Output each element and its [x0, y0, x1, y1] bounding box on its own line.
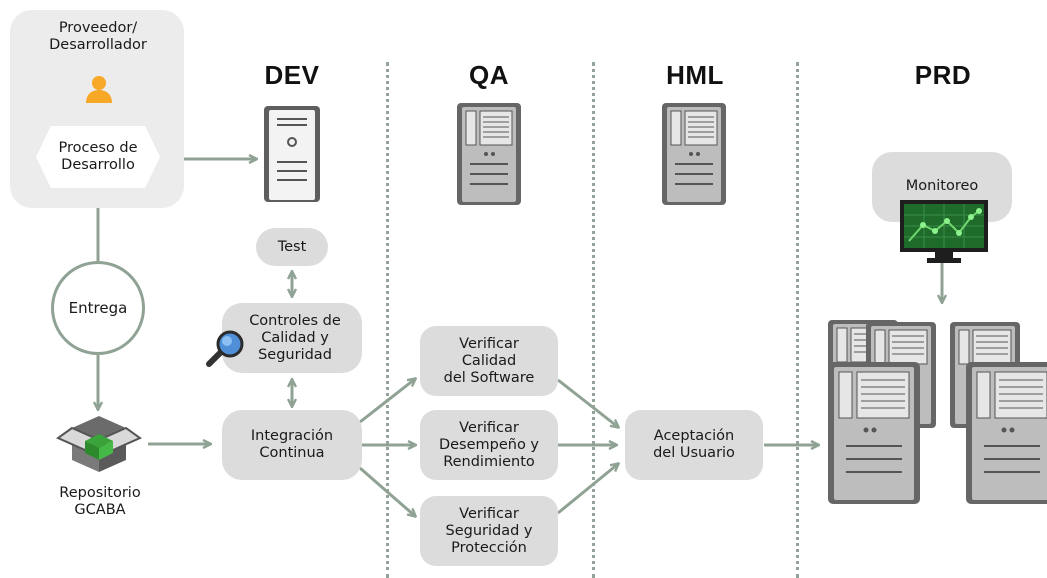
separator-qa-hml	[592, 62, 595, 578]
env-title-qa: QA	[469, 60, 509, 90]
qa-server-icon	[457, 103, 521, 205]
quality-controls-box: Controles de Calidad y Seguridad	[222, 303, 362, 373]
monitoring-label: Monitoreo	[905, 178, 979, 194]
magnifier-icon	[206, 330, 244, 367]
separator-hml-prd	[796, 62, 799, 578]
env-title-prd: PRD	[914, 60, 972, 90]
qa-verify-quality-box: Verificar Calidad del Software	[420, 326, 558, 396]
qa-verify-security-box: Verificar Seguridad y Protección	[420, 496, 558, 566]
repository-label: Repositorio GCABA	[59, 485, 141, 518]
continuous-integration-box: Integración Continua	[222, 410, 362, 480]
user-icon	[86, 76, 112, 103]
provider-label: Proveedor/ Desarrollador	[49, 20, 147, 53]
separator-dev-qa	[386, 62, 389, 578]
connector-ci-to-qa-quality	[359, 379, 415, 424]
connector-qa-quality-to-acceptance	[557, 378, 618, 427]
package-icon	[56, 416, 142, 472]
test-box: Test	[256, 228, 328, 266]
dev-server-icon	[264, 106, 320, 202]
connector-qa-security-to-acceptance	[557, 464, 618, 515]
monitor-icon	[900, 200, 988, 263]
prd-server-cluster-icon	[828, 320, 1047, 504]
delivery-circle: Entrega	[51, 261, 145, 355]
user-acceptance-box: Aceptación del Usuario	[625, 410, 763, 480]
qa-verify-performance-box: Verificar Desempeño y Rendimiento	[420, 410, 558, 480]
env-title-hml: HML	[666, 60, 724, 90]
hml-server-icon	[662, 103, 726, 205]
env-title-dev: DEV	[264, 60, 320, 90]
connector-ci-to-qa-security	[359, 466, 415, 516]
process-box: Proceso de Desarrollo	[36, 126, 160, 188]
